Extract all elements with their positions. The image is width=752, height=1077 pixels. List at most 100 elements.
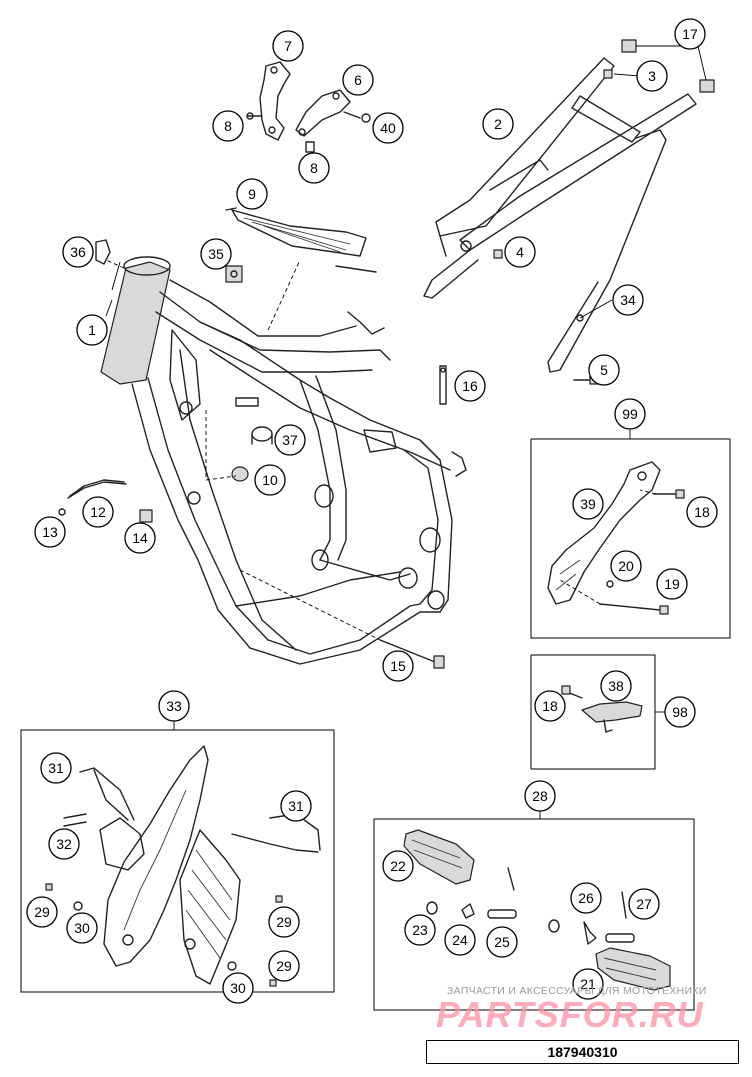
callout-1: 1 xyxy=(76,314,108,346)
callout-30-left: 30 xyxy=(66,912,98,944)
callout-29-left: 29 xyxy=(26,896,58,928)
svg-text:35: 35 xyxy=(208,246,224,262)
clamp-37 xyxy=(251,426,273,445)
svg-text:99: 99 xyxy=(622,406,638,422)
svg-text:33: 33 xyxy=(166,698,182,714)
svg-text:1: 1 xyxy=(88,322,96,338)
bolt-15 xyxy=(379,639,445,669)
nut-14 xyxy=(139,509,153,523)
svg-text:5: 5 xyxy=(600,362,608,378)
group-box-28 xyxy=(373,818,695,1011)
svg-text:40: 40 xyxy=(380,120,396,136)
footpeg-hardware xyxy=(426,867,635,945)
callout-19: 19 xyxy=(656,568,688,600)
callout-5: 5 xyxy=(588,354,620,386)
leader-lines xyxy=(105,45,707,819)
svg-text:38: 38 xyxy=(608,678,624,694)
strap-16 xyxy=(439,365,447,405)
callout-39: 39 xyxy=(572,488,604,520)
clip-36 xyxy=(95,239,111,265)
callout-99: 99 xyxy=(614,398,646,430)
hose-12 xyxy=(67,479,127,499)
callout-31-right: 31 xyxy=(280,790,312,822)
svg-text:8: 8 xyxy=(224,118,232,134)
fasteners-29-30 xyxy=(45,883,283,987)
callout-4: 4 xyxy=(504,236,536,268)
svg-text:29: 29 xyxy=(276,958,292,974)
plate-38 xyxy=(561,685,643,733)
group-box-33 xyxy=(20,729,335,993)
svg-text:8: 8 xyxy=(310,160,318,176)
plate-9 xyxy=(225,207,377,273)
svg-text:14: 14 xyxy=(132,530,148,546)
svg-text:32: 32 xyxy=(56,836,72,852)
svg-text:9: 9 xyxy=(248,186,256,202)
svg-text:30: 30 xyxy=(74,920,90,936)
callout-25: 25 xyxy=(486,926,518,958)
callout-29-right-top: 29 xyxy=(268,906,300,938)
callout-28: 28 xyxy=(524,780,556,812)
svg-text:17: 17 xyxy=(682,26,698,42)
svg-text:15: 15 xyxy=(390,658,406,674)
callout-24: 24 xyxy=(444,924,476,956)
callout-32: 32 xyxy=(48,828,80,860)
footpeg-22 xyxy=(403,829,475,885)
rear-subframe xyxy=(423,57,697,373)
callout-20: 20 xyxy=(610,550,642,582)
svg-text:39: 39 xyxy=(580,496,596,512)
main-frame xyxy=(100,256,467,665)
callout-36: 36 xyxy=(62,236,94,268)
svg-text:23: 23 xyxy=(412,922,428,938)
svg-text:28: 28 xyxy=(532,788,548,804)
callout-10: 10 xyxy=(254,464,286,496)
frame-guards-33 xyxy=(63,745,321,985)
svg-text:98: 98 xyxy=(672,704,688,720)
svg-text:4: 4 xyxy=(516,244,524,260)
svg-text:18: 18 xyxy=(694,504,710,520)
callout-38: 38 xyxy=(600,670,632,702)
svg-text:29: 29 xyxy=(276,914,292,930)
svg-text:6: 6 xyxy=(354,72,362,88)
svg-text:24: 24 xyxy=(452,932,468,948)
callout-8-lower: 8 xyxy=(298,152,330,184)
callout-14: 14 xyxy=(124,522,156,554)
spacer-10 xyxy=(231,397,259,482)
svg-text:18: 18 xyxy=(542,698,558,714)
svg-text:7: 7 xyxy=(284,38,292,54)
bushings-17 xyxy=(621,39,715,93)
svg-text:19: 19 xyxy=(664,576,680,592)
callout-18-pedal: 18 xyxy=(686,496,718,528)
callout-21: 21 xyxy=(572,968,604,1000)
svg-text:31: 31 xyxy=(288,798,304,814)
callout-2: 2 xyxy=(482,108,514,140)
callout-29-right-bottom: 29 xyxy=(268,950,300,982)
callout-34: 34 xyxy=(612,284,644,316)
callout-22: 22 xyxy=(382,850,414,882)
svg-text:12: 12 xyxy=(90,504,106,520)
svg-text:20: 20 xyxy=(618,558,634,574)
svg-text:30: 30 xyxy=(230,980,246,996)
callout-40: 40 xyxy=(372,112,404,144)
watermark-brand: PARTSFOR.RU xyxy=(436,994,704,1035)
callout-33: 33 xyxy=(158,690,190,722)
svg-text:25: 25 xyxy=(494,934,510,950)
svg-text:31: 31 xyxy=(48,760,64,776)
bracket-6 xyxy=(295,89,371,153)
callout-17: 17 xyxy=(674,18,706,50)
callout-37: 37 xyxy=(274,424,306,456)
callout-16: 16 xyxy=(454,370,486,402)
svg-text:29: 29 xyxy=(34,904,50,920)
watermark-tagline: ЗАПЧАСТИ И АКСЕССУАРЫ ДЛЯ МОТОТЕХНИКИ xyxy=(447,985,707,997)
svg-text:13: 13 xyxy=(42,524,58,540)
callout-18-plate: 18 xyxy=(534,690,566,722)
callout-15: 15 xyxy=(382,650,414,682)
svg-text:3: 3 xyxy=(648,68,656,84)
svg-text:36: 36 xyxy=(70,244,86,260)
callout-8-top: 8 xyxy=(212,110,244,142)
svg-text:10: 10 xyxy=(262,472,278,488)
callout-3: 3 xyxy=(636,60,668,92)
callout-30-right: 30 xyxy=(222,972,254,1004)
callout-13: 13 xyxy=(34,516,66,548)
svg-text:22: 22 xyxy=(390,858,406,874)
